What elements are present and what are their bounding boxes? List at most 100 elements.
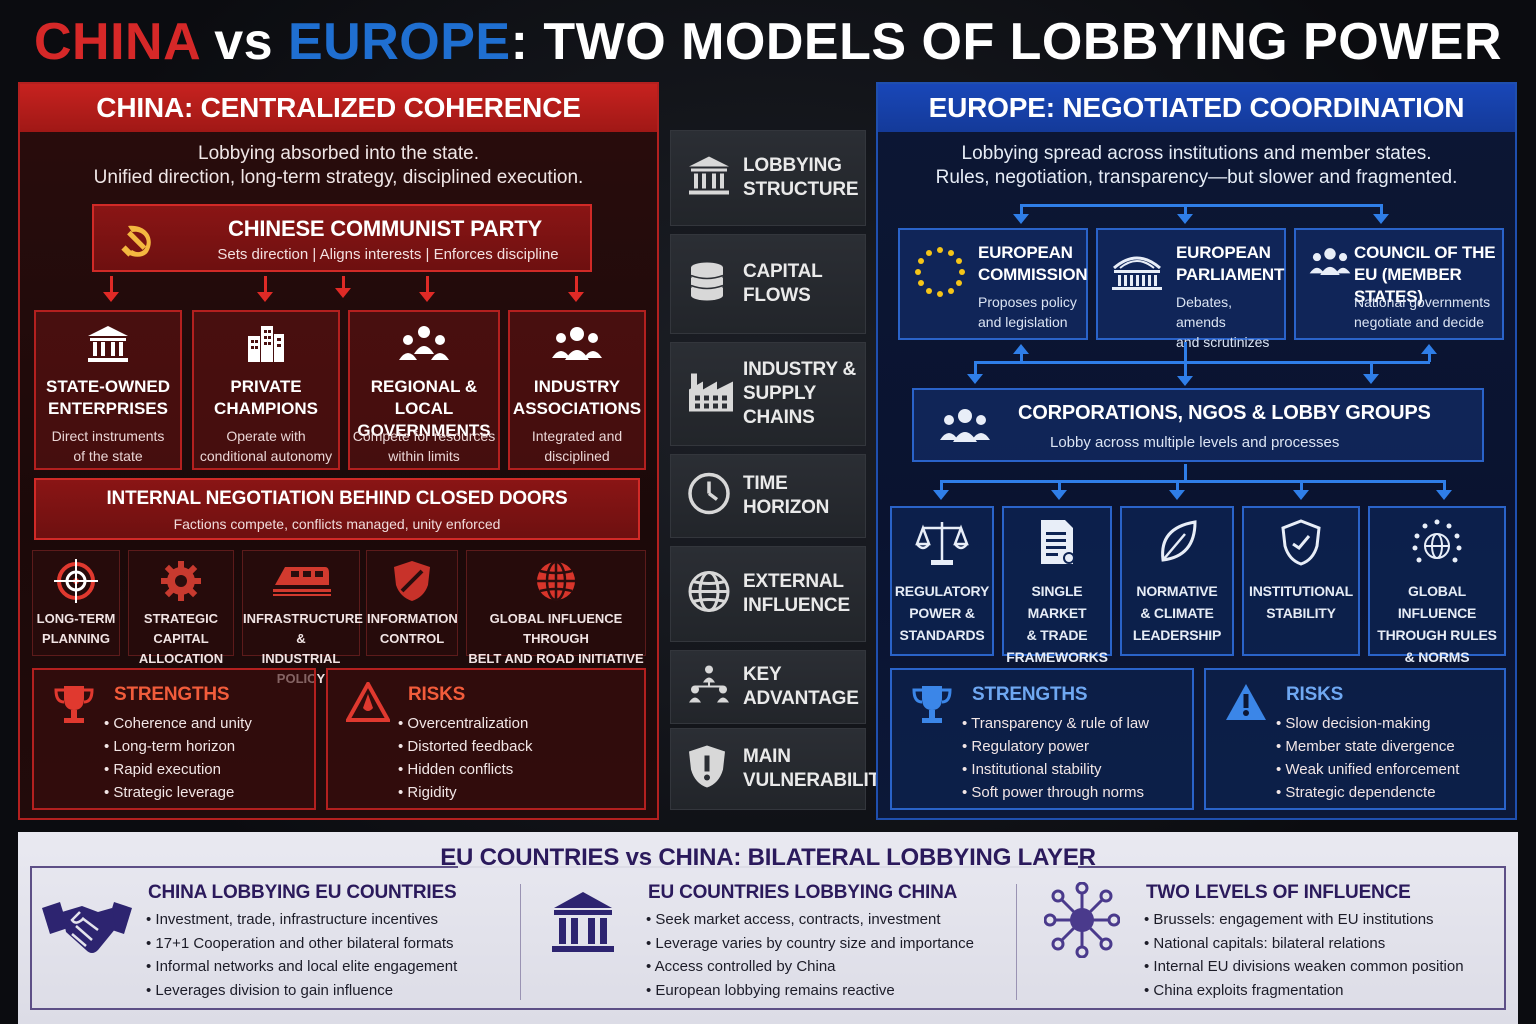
title-china: CHINA [34,13,200,71]
list-item: Regulatory power [962,735,1149,758]
arrow-down [1013,214,1029,224]
arrow-down [1177,214,1193,224]
coins-icon [687,260,735,309]
internal-title: INTERNAL NEGOTIATION BEHIND CLOSED DOORS [106,488,568,509]
list-item: National capitals: bilateral relations [1144,932,1464,956]
list-item: Institutional stability [962,758,1149,781]
arrow-line [110,276,113,294]
bottom-col-list: Seek market access, contracts, investmen… [646,908,974,1002]
europe-subtitle: Lobbying spread across institutions and … [878,142,1515,190]
list-item: Leverages division to gain influence [146,979,457,1003]
title-vs: vs [214,13,274,71]
mid-row-time-horizon: TIME HORIZON [670,454,866,538]
shield-icon [367,559,457,608]
globe-icon [467,559,645,608]
risks-list: Overcentralization Distorted feedback Hi… [398,712,533,804]
parliament-icon [1110,248,1164,297]
trophy-icon [52,682,96,731]
arrow-down [1169,490,1185,500]
list-item: Strategic leverage [104,781,252,804]
list-item: Long-term horizon [104,735,252,758]
arrow-down [1051,490,1067,500]
page-title: CHINA vs EUROPE: TWO MODELS OF LOBBYING … [0,12,1536,72]
institution-icon [36,324,180,369]
list-item: Soft power through norms [962,781,1149,804]
warning-icon [1224,682,1268,729]
connector-line [1184,342,1187,378]
list-item: Slow decision-making [1276,712,1459,735]
arrow-line [426,276,429,294]
strengths-title: STRENGTHS [972,684,1088,705]
list-item: Strategic dependencte [1276,781,1459,804]
internal-negotiation-box: INTERNAL NEGOTIATION BEHIND CLOSED DOORS… [34,478,640,540]
connector-line [974,361,1430,364]
shield-check-icon [1244,518,1358,573]
china-header: CHINA: CENTRALIZED COHERENCE [20,84,657,132]
connector-line [1184,204,1187,216]
list-item: Transparency & rule of law [962,712,1149,735]
china-panel: CHINA: CENTRALIZED COHERENCE Lobbying ab… [18,82,659,820]
connector-line [1020,204,1023,216]
mid-row-label: TIME HORIZON [743,473,830,518]
list-item: Leverage varies by country size and impo… [646,932,974,956]
europe-risks-box: RISKS Slow decision-making Member state … [1204,668,1506,810]
bottom-col-list: Brussels: engagement with EU institution… [1144,908,1464,1003]
list-item: Informal networks and local elite engage… [146,955,457,979]
arrow-line [342,276,345,290]
list-item: European lobbying remains reactive [646,979,974,1003]
arrow-down [419,292,435,302]
corp-title: CORPORATIONS, NGOS & LOBBY GROUPS [1018,402,1431,424]
title-rest: : TWO MODELS OF LOBBYING POWER [510,13,1502,71]
arrow-down [568,292,584,302]
china-strengths-box: STRENGTHS Coherence and unity Long-term … [32,668,316,810]
strengths-list: Transparency & rule of law Regulatory po… [962,712,1149,804]
internal-desc: Factions compete, conflicts managed, uni… [173,516,501,532]
list-item: Overcentralization [398,712,533,735]
eu-stars-icon [912,244,968,305]
risks-list: Slow decision-making Member state diverg… [1276,712,1459,804]
arrow-down [1373,214,1389,224]
bottom-col-title: TWO LEVELS OF INFLUENCE [1146,882,1411,903]
mid-row-industry: INDUSTRY &SUPPLY CHAINS [670,342,866,446]
list-item: Coherence and unity [104,712,251,735]
target-icon [33,559,119,608]
column-divider [1016,884,1017,1000]
clock-icon [687,472,731,521]
risks-title: RISKS [1286,684,1344,705]
europe-panel: EUROPE: NEGOTIATED COORDINATION Lobbying… [876,82,1517,820]
arrow-up [1013,344,1029,354]
list-item: China exploits fragmentation [1144,979,1464,1003]
warning-icon [344,679,392,729]
connector-line [1428,352,1431,362]
ccp-desc: Sets direction | Aligns interests | Enfo… [217,246,559,263]
arrow-line [264,276,267,294]
mid-row-label: INDUSTRY &SUPPLY CHAINS [743,359,857,428]
bottom-col-list: Investment, trade, infrastructure incent… [146,908,457,1002]
